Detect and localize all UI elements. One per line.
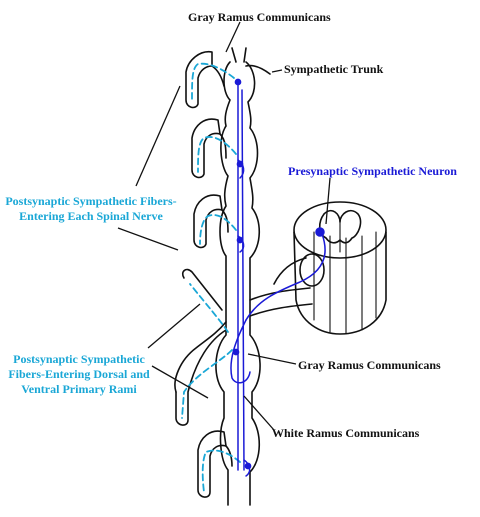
leader-postsyn-spinal-b xyxy=(117,227,179,251)
label-postsyn-spinal-line2: Entering Each Spinal Nerve xyxy=(19,209,163,223)
postsyn-fiber-4b xyxy=(189,283,229,333)
leader-white-ramus xyxy=(243,395,275,431)
spinal-nerve-4-root xyxy=(249,287,313,317)
label-presynaptic-neuron: Presynaptic Sympathetic Neuron xyxy=(288,164,457,178)
label-sympathetic-trunk: Sympathetic Trunk xyxy=(284,62,384,76)
spinal-nerve-3 xyxy=(193,194,223,249)
presynaptic-neuron-body xyxy=(315,227,325,237)
spinal-nerve-4-dorsal xyxy=(181,268,223,311)
leader-postsyn-rami-a xyxy=(147,303,201,349)
postsyn-fiber-2 xyxy=(197,136,237,173)
label-postsyn-rami-line1: Postsynaptic Sympathetic xyxy=(13,352,145,366)
presyn-from-neuron xyxy=(245,233,326,321)
postsyn-fiber-5 xyxy=(201,449,241,493)
presyn-fiber-descend xyxy=(241,89,245,471)
sympathetic-trunk-outline-right xyxy=(245,61,261,506)
spinal-nerve-1 xyxy=(185,50,213,109)
leader-gray-ramus-bottom xyxy=(247,353,297,365)
leader-presyn xyxy=(325,177,331,225)
postsyn-fiber-3 xyxy=(199,214,237,245)
postsyn-fiber-4 xyxy=(181,349,233,419)
label-postsyn-rami-line2: Fibers-Entering Dorsal and xyxy=(8,367,150,381)
label-postsyn-spinal-line1: Postsynaptic Sympathetic Fibers- xyxy=(5,194,177,208)
leader-gray-ramus-top xyxy=(225,21,241,53)
postsyn-fiber-1 xyxy=(191,62,235,101)
label-postsyn-rami-line3: Ventral Primary Rami xyxy=(21,382,137,396)
label-postsyn-spinal: Postsynaptic Sympathetic Fibers- Enterin… xyxy=(0,194,182,224)
label-gray-ramus-bottom: Gray Ramus Communicans xyxy=(298,358,441,372)
leader-postsyn-spinal-a xyxy=(135,85,181,187)
sympathetic-trunk-outline-left xyxy=(215,61,231,506)
spinal-nerve-4-ventral xyxy=(175,329,227,426)
spinal-nerve-2 xyxy=(191,118,221,179)
label-postsyn-rami: Postsynaptic Sympathetic Fibers-Entering… xyxy=(0,352,158,397)
leader-trunk xyxy=(271,69,283,73)
spinal-nerve-5 xyxy=(197,430,227,498)
spinal-cord xyxy=(273,201,387,335)
label-white-ramus: White Ramus Communicans xyxy=(272,426,420,440)
label-gray-ramus-top: Gray Ramus Communicans xyxy=(188,10,331,24)
leader-postsyn-rami-b xyxy=(151,365,209,399)
